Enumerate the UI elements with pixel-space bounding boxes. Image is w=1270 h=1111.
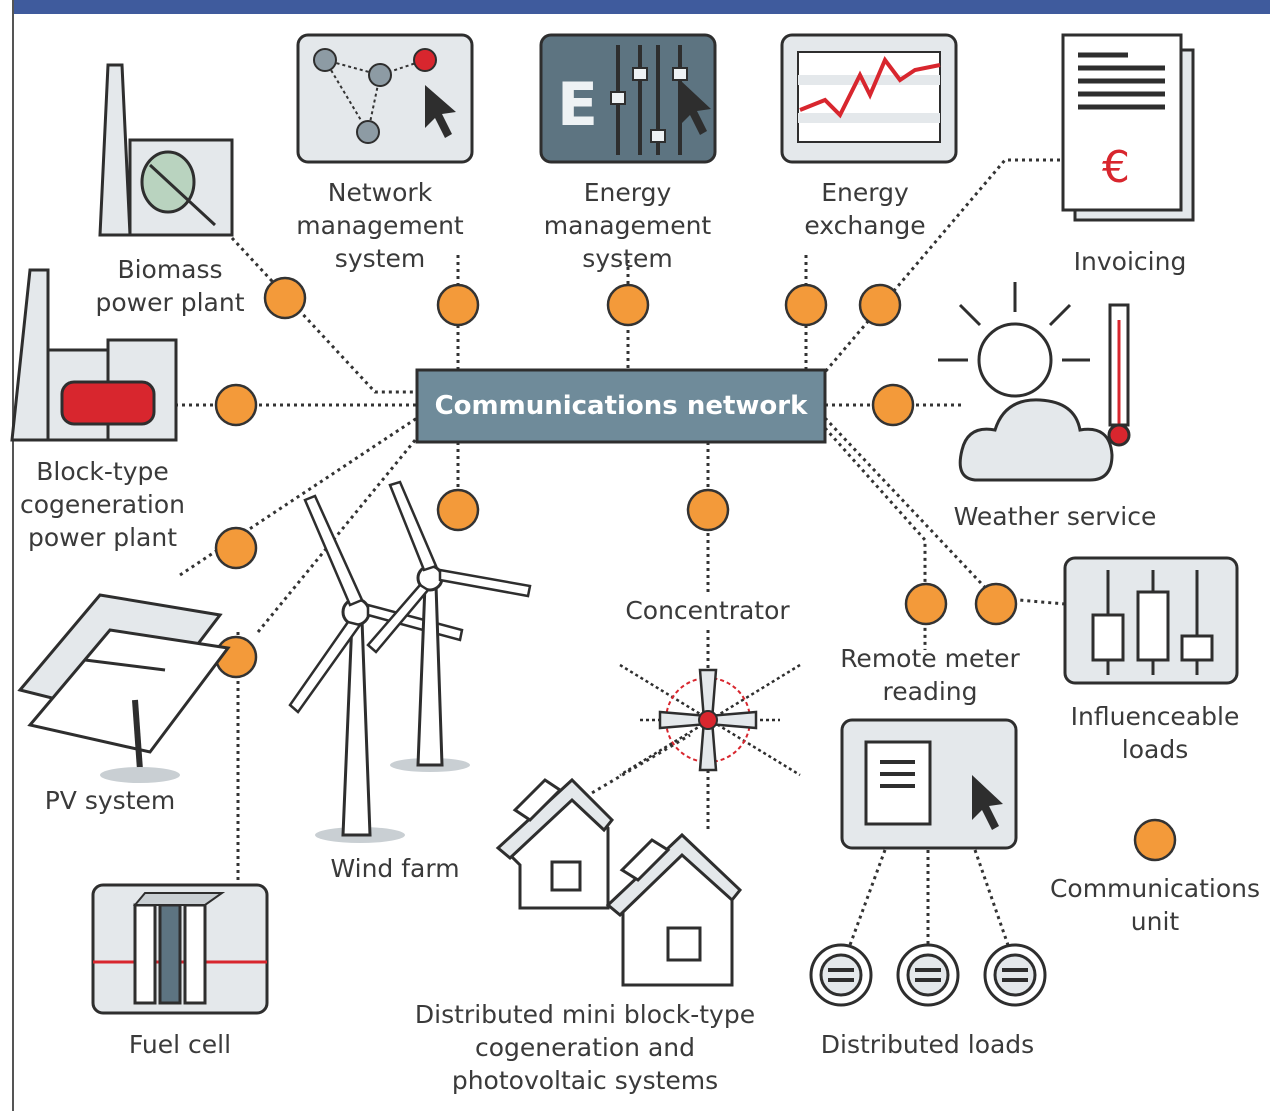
communications-units — [214, 276, 1018, 679]
euro-symbol: € — [1102, 142, 1130, 193]
comm-unit — [904, 582, 948, 626]
block-type-plant-icon — [10, 268, 178, 442]
label-remote-meter: Remote meter reading — [840, 644, 1020, 706]
comm-unit — [974, 582, 1018, 626]
comm-unit — [858, 283, 902, 327]
label-block-type: Block-type cogeneration power plant — [19, 457, 185, 552]
communications-network-box — [415, 368, 827, 444]
label-weather-service: Weather service — [953, 502, 1157, 531]
comm-unit — [263, 276, 307, 320]
comm-unit — [784, 283, 828, 327]
label-energy-management: Energy management system — [543, 178, 712, 273]
window-title-bar — [0, 0, 1270, 14]
left-border — [0, 0, 14, 1111]
remote-meter-panel-icon — [840, 718, 1018, 850]
biomass-plant-icon — [98, 63, 234, 237]
communications-network-label: Communications network — [434, 391, 808, 421]
comm-unit — [436, 283, 480, 327]
label-influenceable-loads: Influenceable loads — [1070, 702, 1240, 764]
label-distributed-loads: Distributed loads — [820, 1030, 1035, 1059]
label-energy-exchange: Energy exchange — [804, 178, 926, 240]
comm-unit — [436, 488, 480, 532]
pv-system-icon — [17, 593, 231, 783]
comm-unit — [214, 526, 258, 570]
distributed-loads-icon — [809, 943, 1047, 1007]
label-distributed-mini: Distributed mini block-type cogeneration… — [414, 1000, 756, 1095]
comm-unit — [606, 283, 650, 327]
label-invoicing: Invoicing — [1073, 247, 1187, 276]
legend-label: Communications unit — [1049, 874, 1261, 936]
concentrator-icon — [619, 663, 801, 777]
label-fuel-cell: Fuel cell — [128, 1030, 232, 1059]
wind-farm-icon — [288, 480, 532, 843]
weather-icon — [938, 282, 1131, 482]
network-management-icon — [296, 33, 474, 164]
label-biomass: Biomass power plant — [95, 255, 245, 317]
comm-unit — [871, 383, 915, 427]
label-pv-system: PV system — [44, 786, 176, 815]
em-letter: E — [557, 70, 598, 140]
energy-exchange-icon — [780, 33, 958, 164]
label-wind-farm: Wind farm — [330, 854, 460, 883]
comm-unit — [214, 383, 258, 427]
legend-comm-unit — [1133, 818, 1177, 862]
houses-icon — [495, 777, 743, 987]
influenceable-loads-icon — [1063, 556, 1239, 685]
energy-management-icon: E — [539, 33, 717, 164]
invoicing-icon: € — [1061, 33, 1195, 222]
fuel-cell-icon — [91, 883, 269, 1015]
label-network-management: Network management system — [296, 178, 464, 273]
label-concentrator: Concentrator — [625, 596, 790, 625]
comm-unit — [686, 488, 730, 532]
